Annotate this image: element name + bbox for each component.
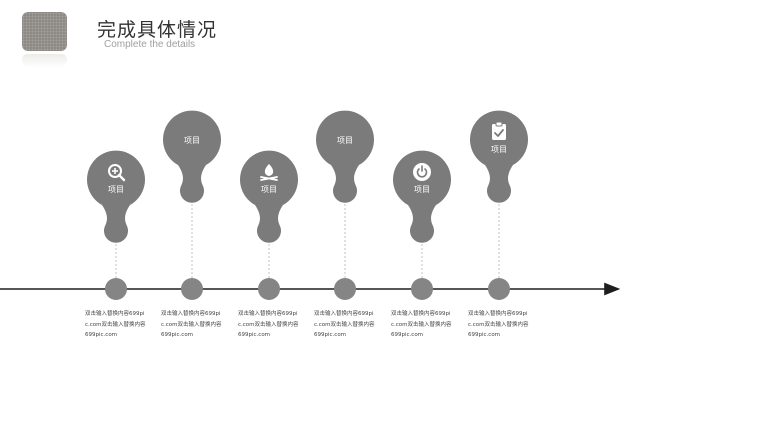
campfire-icon — [260, 164, 278, 181]
timeline-node — [258, 278, 280, 300]
zoom-in-icon — [108, 164, 126, 182]
item-description: 双击输入替换内容699pic.com双击输入替换内容 699pic.com — [85, 311, 146, 338]
item-description: 双击输入替换内容699pic.com双击输入替换内容 699pic.com — [161, 311, 222, 338]
bulb-shape — [87, 150, 145, 243]
page-subtitle: Complete the details — [104, 39, 196, 50]
timeline-node — [105, 278, 127, 300]
bulb-shape — [315, 110, 374, 203]
bulb-label: 项目 — [108, 185, 124, 194]
bulb-shape — [470, 110, 529, 203]
bulb-shape — [393, 150, 452, 243]
item-description: 双击输入替换内容699pic.com双击输入替换内容 699pic.com — [314, 311, 375, 338]
logo-reflection — [22, 54, 67, 68]
bulb-label: 项目 — [414, 185, 430, 194]
timeline-node — [334, 278, 356, 300]
bulb-label: 项目 — [337, 136, 353, 145]
timeline-node — [181, 278, 203, 300]
clipboard-check-icon — [492, 121, 506, 140]
item-description: 双击输入替换内容699pic.com双击输入替换内容 699pic.com — [238, 311, 299, 338]
bulb-label: 项目 — [491, 145, 507, 154]
logo-box — [22, 12, 67, 51]
bulb-label: 项目 — [184, 136, 200, 145]
timeline-node — [411, 278, 433, 300]
timeline-node — [488, 278, 510, 300]
page-title: 完成具体情况 — [97, 19, 218, 41]
item-description: 双击输入替换内容699pic.com双击输入替换内容 699pic.com — [468, 311, 529, 338]
power-icon — [413, 163, 431, 181]
bulb-shape — [239, 150, 298, 243]
bulb-shape — [162, 110, 221, 203]
item-description: 双击输入替换内容699pic.com双击输入替换内容 699pic.com — [391, 311, 452, 338]
bulb-label: 项目 — [261, 185, 277, 194]
